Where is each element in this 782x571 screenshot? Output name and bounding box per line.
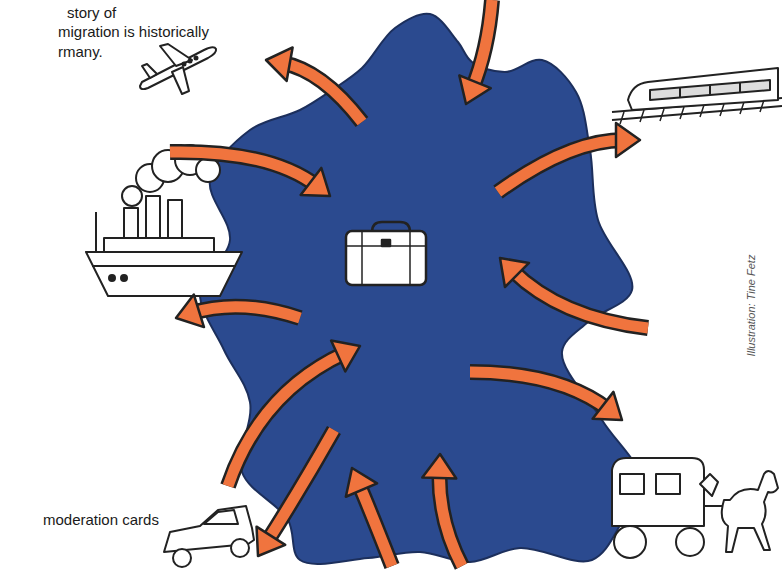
arrow-shaft [170, 152, 317, 186]
car-icon [164, 506, 254, 567]
arrow-outline [470, 372, 609, 410]
arrow-shaft [282, 63, 362, 122]
arrow-shaft [511, 269, 648, 328]
arrow-head [257, 527, 286, 556]
migration-arrows [170, 0, 648, 566]
airplane-icon [140, 44, 216, 94]
arrow-head [346, 468, 377, 497]
horse-carriage-icon [612, 458, 778, 558]
credit-text: Illustration: Tine Fetz [745, 254, 758, 356]
arrow-head [331, 341, 360, 372]
germany-shape [200, 14, 642, 564]
arrow-head [422, 454, 456, 479]
arrow-shaft [267, 430, 334, 543]
intro-text: migration is historically [58, 23, 209, 41]
steamship-icon [86, 145, 242, 296]
arrow-outline [439, 470, 462, 566]
arrow-head [459, 75, 490, 104]
arrow-shaft [470, 372, 609, 410]
suitcase-icon [346, 222, 426, 285]
arrow-outline [498, 140, 624, 192]
germany-map [200, 14, 642, 564]
arrow-head [301, 168, 330, 196]
arrow-head [593, 392, 622, 420]
train-icon [612, 68, 782, 124]
arrow-head [616, 123, 640, 157]
arrow-shaft [358, 483, 392, 566]
arrow-head [266, 47, 293, 80]
arrow-outline [358, 483, 392, 566]
arrow-shaft [228, 353, 345, 486]
arrow-shaft [191, 307, 300, 318]
arrow-outline [282, 63, 362, 122]
arrow-outline [191, 307, 300, 318]
arrow-outline [472, 0, 492, 89]
arrow-outline [228, 353, 345, 486]
arrow-outline [170, 152, 317, 186]
intro-text: rmany. [58, 43, 103, 61]
arrow-outline [511, 269, 648, 328]
arrow-outline [267, 430, 334, 543]
arrow-shaft [472, 0, 492, 89]
note-text: moderation cards [43, 511, 159, 529]
arrow-shaft [439, 470, 462, 566]
arrow-head [500, 258, 529, 287]
arrow-head [176, 295, 204, 327]
arrow-shaft [498, 140, 624, 192]
intro-text: story of [67, 4, 116, 22]
